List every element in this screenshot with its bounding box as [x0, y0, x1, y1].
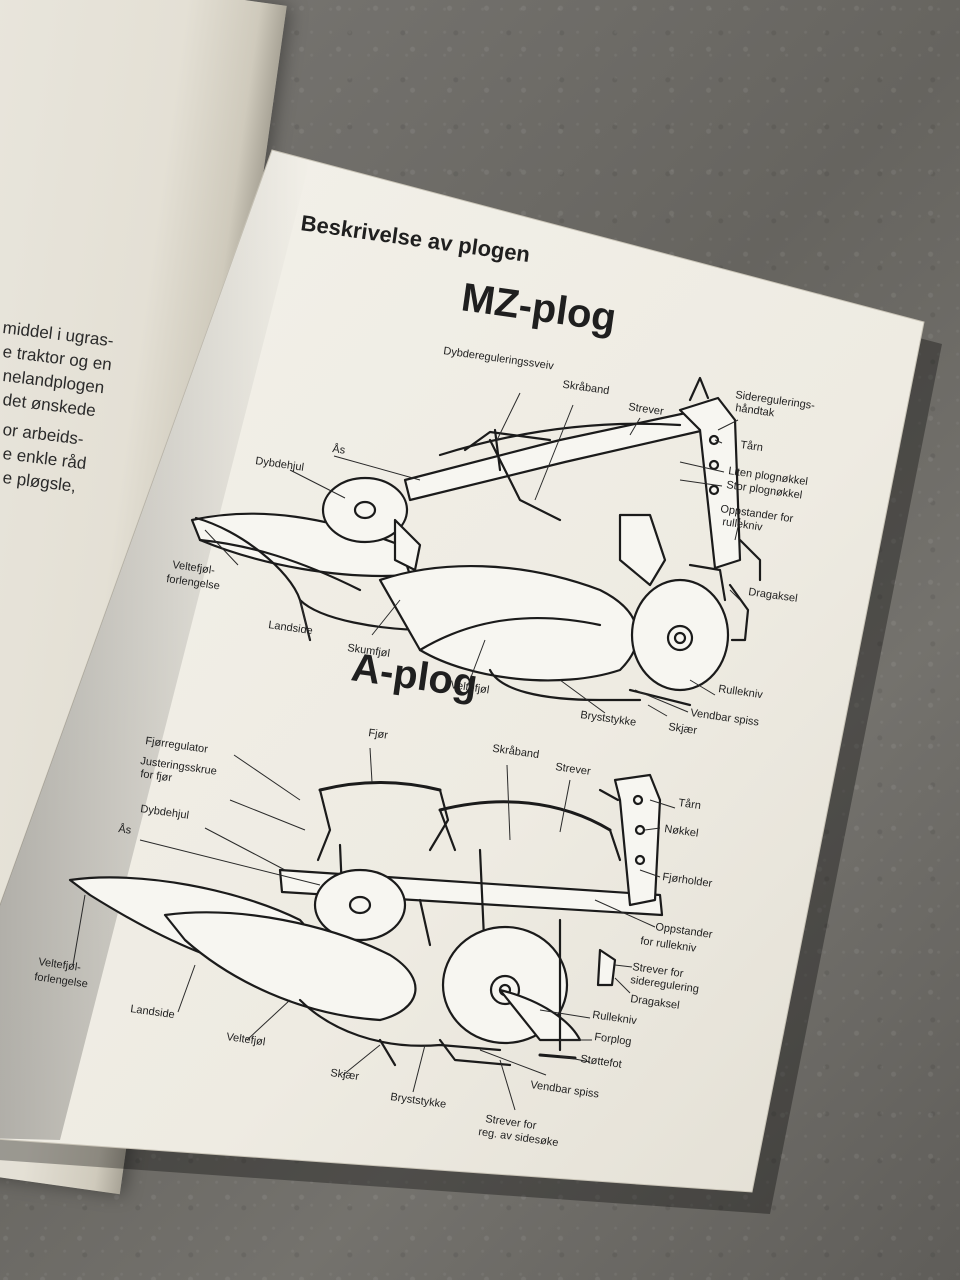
a-label-veltefjol: Veltefjøl: [226, 1031, 266, 1048]
a-label-strever: Strever: [555, 761, 592, 778]
mz-label-strever: Strever: [628, 401, 665, 418]
a-label-tarn: Tårn: [678, 797, 702, 812]
mz-label-oppstander-2: rullekniv: [722, 516, 764, 534]
mz-label-skumfjol: Skumfjøl: [347, 642, 391, 660]
a-label-stottefot: Støttefot: [580, 1053, 623, 1071]
mz-label-sideregulering-2: håndtak: [735, 402, 776, 419]
mz-label-as: Ås: [332, 442, 347, 457]
mz-label-tarn: Tårn: [740, 439, 764, 454]
a-plow-drawing: [68, 773, 664, 1067]
a-label-justeringsskrue-2: for fjør: [140, 768, 173, 784]
a-label-nokkel: Nøkkel: [664, 823, 700, 840]
a-label-skjaer: Skjær: [330, 1067, 360, 1083]
label-layer: Beskrivelse av plogen MZ-plog A-plog Dyb…: [34, 210, 816, 1149]
mz-plow-drawing: [190, 376, 762, 707]
a-leader-lines: [72, 747, 676, 1111]
mz-label-veltefjol-forlengelse-1: Veltefjøl-: [172, 559, 216, 577]
a-label-forplog: Forplog: [594, 1031, 633, 1048]
a-label-veltefjol-forlengelse-1: Veltefjøl-: [38, 956, 82, 974]
a-label-fjor: Fjør: [368, 727, 389, 742]
mz-label-veltefjol: Veltefjøl: [450, 679, 490, 696]
a-label-as: Ås: [118, 822, 133, 837]
mz-label-skjaer: Skjær: [668, 721, 698, 737]
mz-leader-lines: [204, 392, 741, 717]
